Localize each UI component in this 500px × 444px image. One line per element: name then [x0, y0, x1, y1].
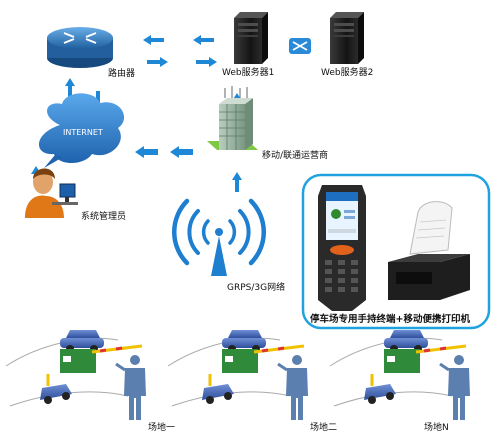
web-server-1-label: Web服务器1: [222, 68, 275, 78]
arrow-up-icon: [65, 78, 75, 99]
terminal-panel: [301, 173, 491, 330]
site-2-label: 场地二: [310, 423, 338, 433]
arrow-right-icon: [196, 57, 217, 67]
terminal-panel-caption: 停车场专用手持终端+移动便携打印机: [310, 314, 470, 325]
arrow-left-icon: [143, 35, 164, 45]
attendant-icon: [277, 355, 308, 420]
administrator-icon: [25, 168, 78, 218]
portable-printer-icon: [388, 201, 470, 300]
arrow-left-icon: [193, 35, 214, 45]
arrow-left-icon: [170, 146, 193, 158]
attendant-icon: [115, 355, 146, 420]
parking-lot-icon: [329, 330, 467, 407]
internet-label: INTERNET: [63, 128, 103, 137]
router-label: 路由器: [108, 69, 136, 79]
parking-site-1: [5, 330, 146, 420]
admin-label: 系统管理员: [81, 212, 127, 222]
arrow-right-icon: [147, 57, 168, 67]
operator-label: 移动/联通运营商: [262, 151, 329, 161]
parking-lot-icon: [5, 330, 143, 407]
web-server-2-label: Web服务器2: [321, 68, 374, 78]
router-icon: [47, 27, 113, 68]
arrow-left-icon: [135, 146, 158, 158]
internet-cloud-icon: [38, 93, 125, 168]
switch-icon: [289, 38, 311, 54]
parking-site-2: [167, 330, 308, 420]
attendant-icon: [439, 355, 470, 420]
web-server-2-icon: [330, 12, 364, 64]
handheld-terminal-icon: [318, 185, 366, 311]
web-server-1-icon: [234, 12, 268, 64]
wireless-label: GRPS/3G网络: [227, 283, 286, 293]
operator-building-icon: [207, 86, 258, 150]
site-1-label: 场地一: [148, 423, 176, 433]
parking-lot-icon: [167, 330, 305, 407]
wireless-tower-icon: [172, 198, 266, 276]
arrow-up-icon: [232, 172, 242, 192]
site-n-label: 场地N: [424, 423, 449, 433]
parking-site-n: [329, 330, 470, 420]
